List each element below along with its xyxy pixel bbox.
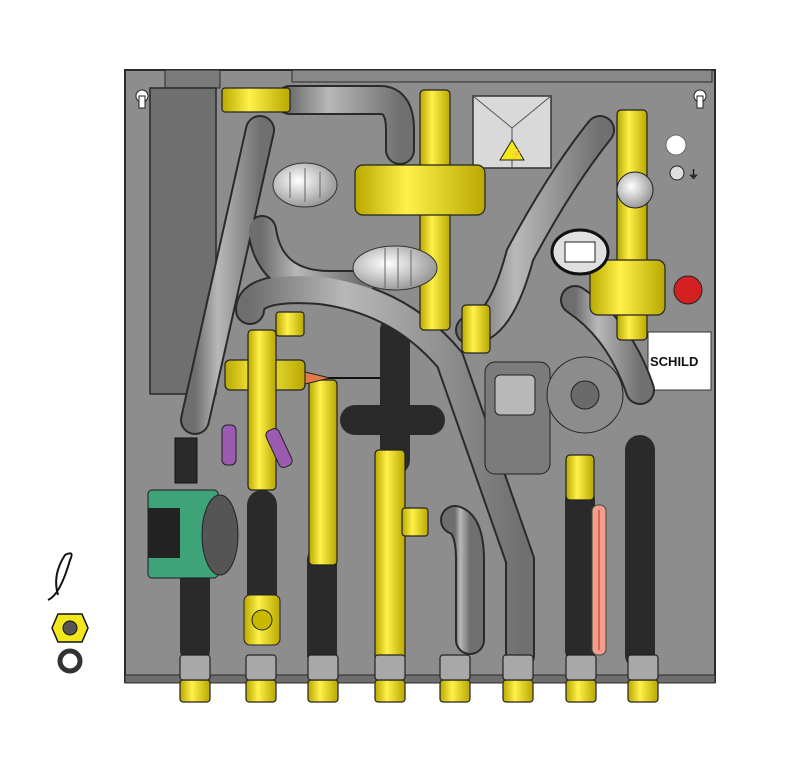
sealing-ring-icon (57, 648, 83, 674)
junction-box: ⚡ (472, 95, 552, 169)
ball-valve (243, 594, 281, 646)
pressure-gauge (616, 171, 654, 209)
energy-meter-sensor (550, 228, 610, 276)
green-pump (147, 489, 239, 579)
accessories (47, 552, 89, 674)
circulation-pump (484, 356, 624, 475)
nameplate-label: SCHILD (650, 354, 698, 369)
mounting-hole-left-icon (135, 89, 149, 109)
brass-fittings (179, 87, 666, 703)
temperature-sensor (174, 437, 198, 484)
zone-valve-actuator (352, 245, 438, 291)
flow-meter (591, 504, 607, 656)
svg-text:⚡: ⚡ (510, 147, 522, 160)
cable-tie-icon (47, 552, 73, 601)
thermostat-head (272, 162, 338, 208)
nameplate: SCHILD (647, 331, 712, 391)
valve-handle-right (265, 428, 293, 468)
high-voltage-warning-icon (499, 139, 525, 161)
union-nut-icon (51, 613, 89, 643)
ground-symbol-icon: ⏚ (688, 168, 699, 181)
safety-valve-cap (673, 275, 703, 305)
ground-terminal-icon (669, 165, 685, 181)
sensor-probe (304, 371, 331, 385)
valve-handle-left (221, 424, 237, 466)
indicator-dot (665, 134, 687, 156)
mounting-hole-right-icon (693, 89, 707, 109)
